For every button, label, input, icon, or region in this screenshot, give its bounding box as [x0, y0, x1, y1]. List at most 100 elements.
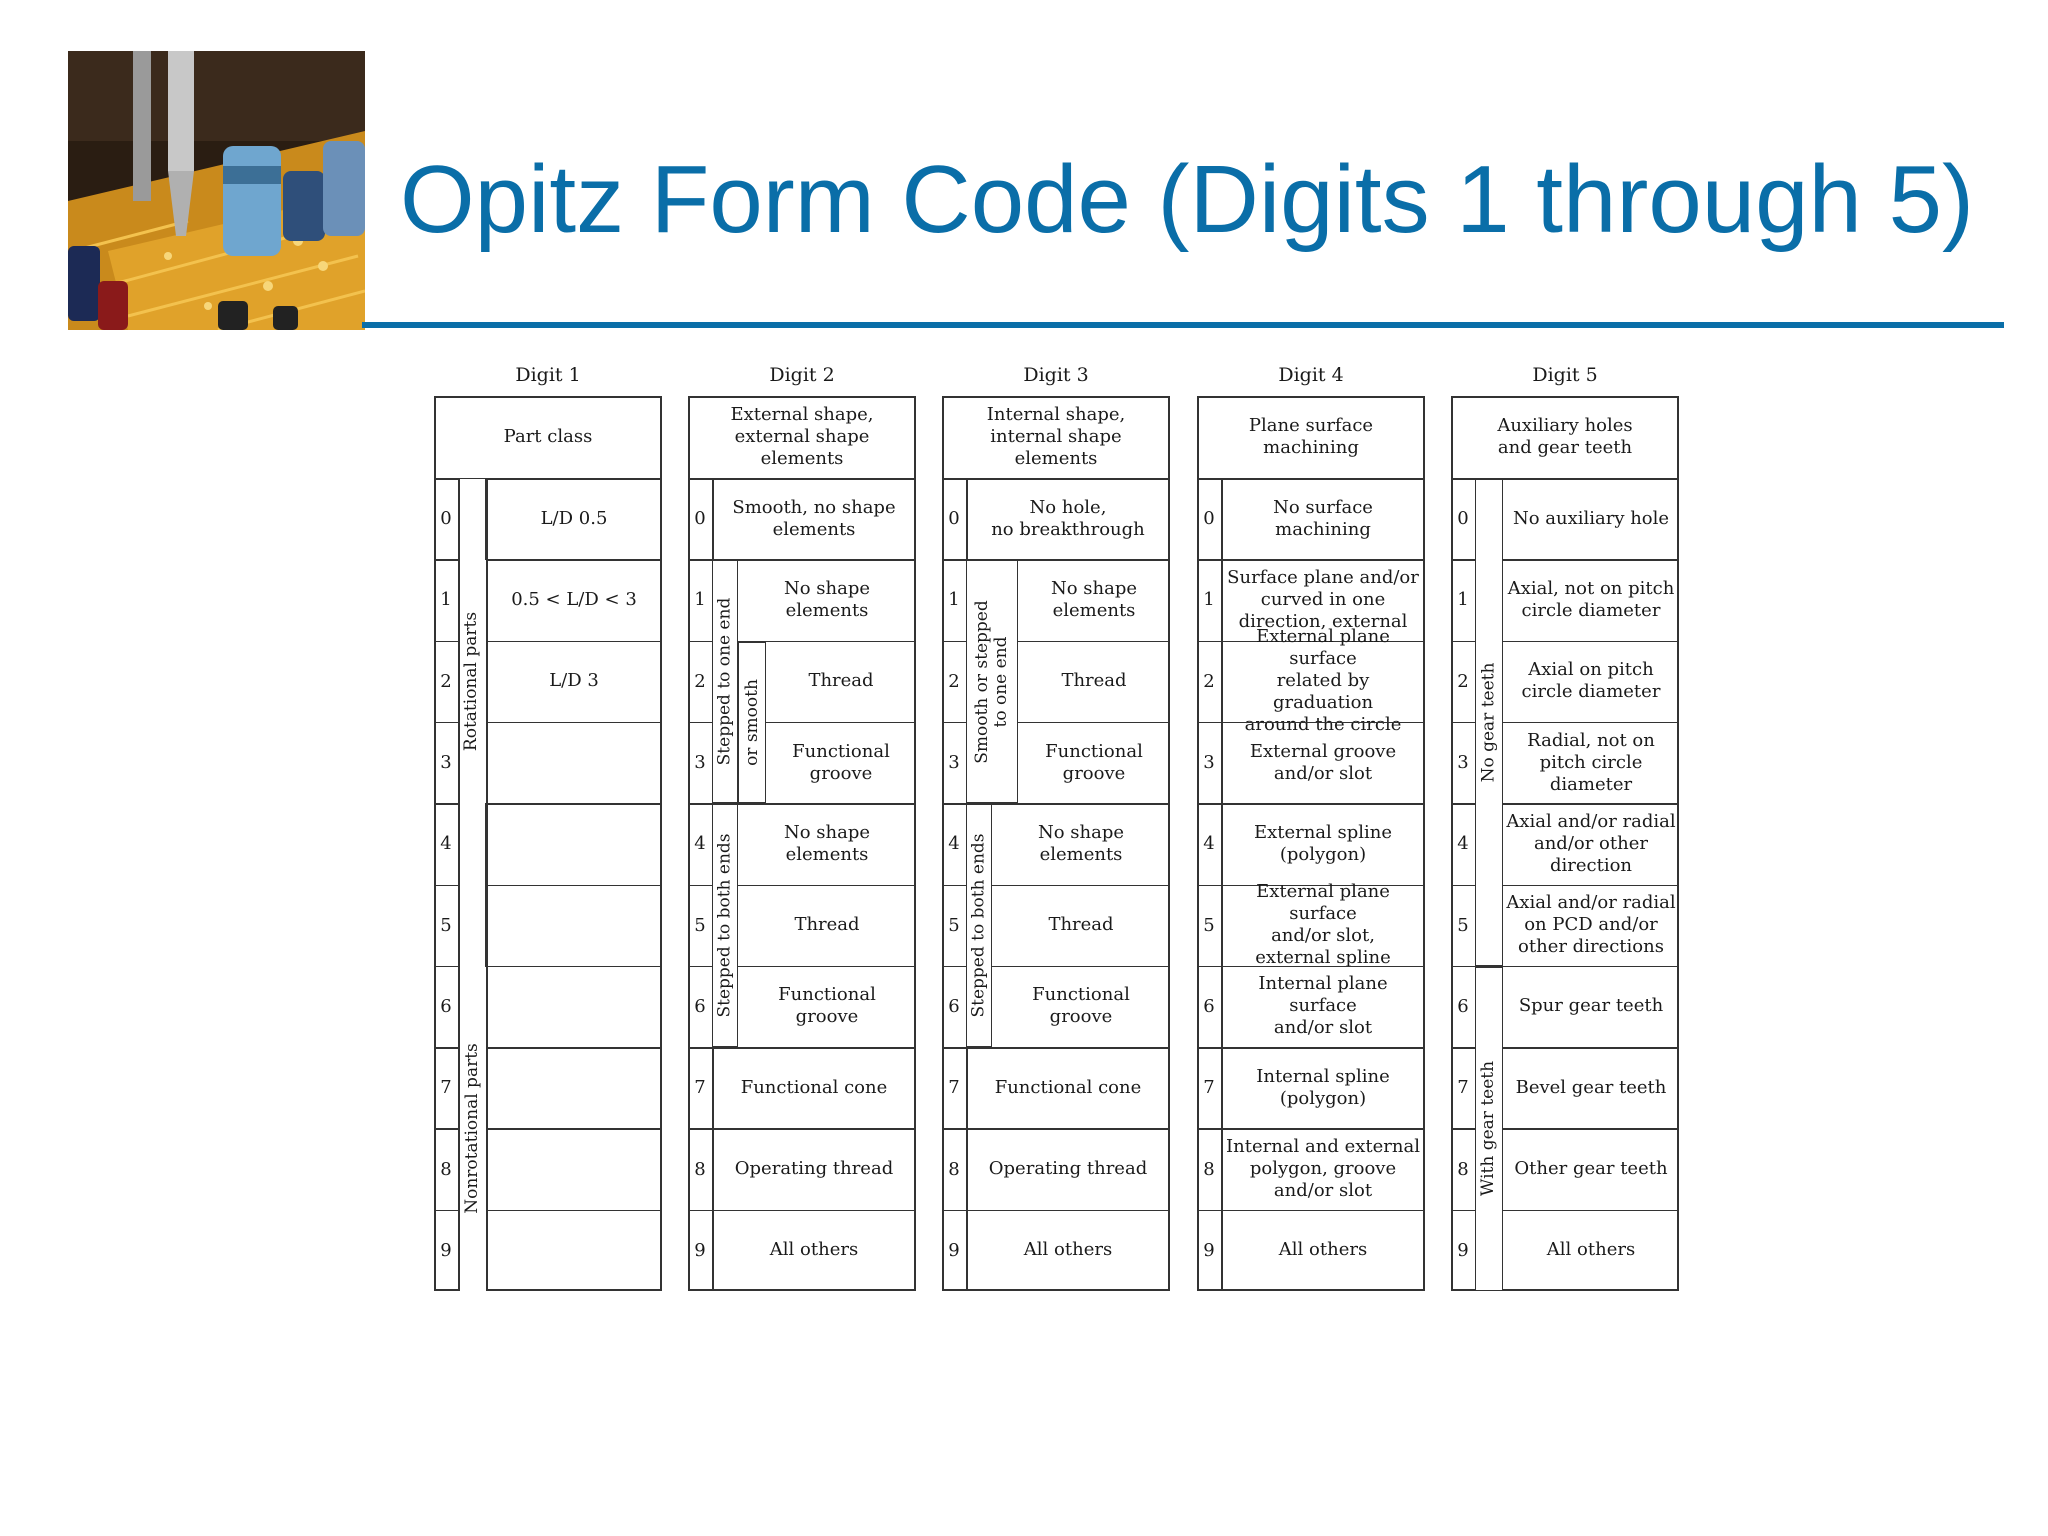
- row-divider: [1197, 965, 1425, 968]
- row-value: [486, 1128, 662, 1209]
- row-divider: [1197, 478, 1425, 480]
- digit-label: Digit 2: [769, 364, 835, 386]
- row-code: 7: [1457, 1077, 1469, 1099]
- row-value: Axial and/or radial on PCD and/or other …: [1506, 892, 1676, 958]
- digit-label: Digit 5: [1532, 364, 1598, 386]
- row-divider: [434, 1209, 662, 1212]
- row-code: 6: [694, 995, 706, 1017]
- row-value: Bevel gear teeth: [1515, 1076, 1667, 1098]
- row-code: 8: [694, 1158, 706, 1180]
- row-code: 7: [694, 1077, 706, 1099]
- row-code: 5: [1457, 914, 1469, 936]
- row-code: 1: [948, 589, 960, 611]
- row-value: External spline (polygon): [1253, 821, 1393, 865]
- row-value: No hole, no breakthrough: [991, 496, 1145, 540]
- column-header: Part class: [503, 426, 593, 447]
- row-code: 6: [948, 995, 960, 1017]
- row-divider: [688, 884, 916, 886]
- column-border: [688, 396, 916, 1291]
- row-code: 4: [1457, 833, 1469, 855]
- row-code: 2: [694, 670, 706, 692]
- row-divider: [688, 640, 916, 643]
- row-divider: [942, 1047, 1170, 1049]
- row-divider: [942, 559, 1170, 561]
- row-code: 2: [1203, 670, 1215, 692]
- row-value: All others: [769, 1239, 859, 1261]
- row-divider: [942, 640, 1170, 643]
- row-divider: [688, 721, 916, 724]
- row-divider: [434, 1047, 662, 1049]
- row-divider: [434, 559, 662, 561]
- row-value: Axial and/or radial and/or other directi…: [1506, 810, 1676, 876]
- row-code: 2: [1457, 670, 1469, 692]
- group-label-panel: No gear teeth: [1475, 479, 1503, 966]
- row-value: External plane surface related by gradua…: [1244, 626, 1402, 736]
- row-divider: [434, 965, 662, 968]
- group-label-panel: Stepped to both ends: [966, 804, 992, 1048]
- row-code: 8: [1203, 1158, 1215, 1180]
- row-code: 0: [440, 508, 452, 530]
- group-label: or smooth: [741, 678, 762, 766]
- row-code: 4: [948, 833, 960, 855]
- group-label: Smooth or stepped to one end: [972, 599, 1012, 764]
- row-value: [486, 1210, 662, 1291]
- row-code: 1: [440, 589, 452, 611]
- row-code: 4: [440, 833, 452, 855]
- group-label-panel: With gear teeth: [1475, 966, 1503, 1291]
- row-code: 3: [694, 752, 706, 774]
- row-divider: [1197, 1047, 1425, 1049]
- row-value: All others: [1546, 1239, 1636, 1261]
- group-label: Rotational parts: [461, 612, 482, 752]
- row-value: Axial on pitch circle diameter: [1521, 659, 1661, 703]
- group-label: No gear teeth: [1478, 662, 1499, 783]
- row-divider: [1197, 721, 1425, 724]
- row-code: 1: [694, 589, 706, 611]
- row-divider: [688, 1128, 916, 1130]
- row-code: 6: [1457, 995, 1469, 1017]
- column-border: [942, 396, 1170, 1291]
- row-divider: [434, 478, 662, 480]
- row-value: [486, 1047, 662, 1128]
- row-value: Functional groove: [778, 984, 876, 1028]
- row-value: No shape elements: [783, 577, 871, 621]
- row-divider: [1451, 1128, 1679, 1130]
- row-value: L/D 3: [549, 670, 599, 692]
- row-code: 1: [1457, 589, 1469, 611]
- row-code: 6: [1203, 995, 1215, 1017]
- row-code: 7: [1203, 1077, 1215, 1099]
- row-value: All others: [1023, 1239, 1113, 1261]
- row-value: Spur gear teeth: [1518, 995, 1664, 1017]
- circuit-board-photo: [68, 51, 365, 330]
- row-code: 5: [694, 914, 706, 936]
- group-label-panel: Stepped to one end: [712, 560, 738, 804]
- row-code: 9: [1457, 1239, 1469, 1261]
- row-value: Thread: [808, 670, 874, 692]
- row-divider: [942, 884, 1170, 886]
- row-code: 0: [1457, 508, 1469, 530]
- row-divider: [1451, 884, 1679, 886]
- row-code: 8: [1457, 1158, 1469, 1180]
- row-value: Functional groove: [1032, 984, 1130, 1028]
- row-divider: [942, 803, 1170, 805]
- row-value: [486, 722, 662, 803]
- digit-label: Digit 1: [515, 364, 581, 386]
- group-divider: [458, 478, 460, 1291]
- row-value: Operating thread: [734, 1158, 894, 1180]
- row-code: 3: [440, 752, 452, 774]
- group-label: Stepped to both ends: [714, 833, 735, 1018]
- digit-label: Digit 3: [1023, 364, 1089, 386]
- row-value: All others: [1278, 1239, 1368, 1261]
- row-divider: [434, 803, 662, 805]
- row-divider: [942, 721, 1170, 724]
- row-divider: [1197, 1209, 1425, 1212]
- row-divider: [1451, 1047, 1679, 1049]
- row-value: Functional cone: [740, 1076, 888, 1098]
- row-divider: [1197, 559, 1425, 561]
- group-label-panel: Rotational parts: [458, 560, 486, 804]
- row-divider: [688, 965, 916, 968]
- row-code: 3: [1457, 752, 1469, 774]
- row-code: 3: [948, 752, 960, 774]
